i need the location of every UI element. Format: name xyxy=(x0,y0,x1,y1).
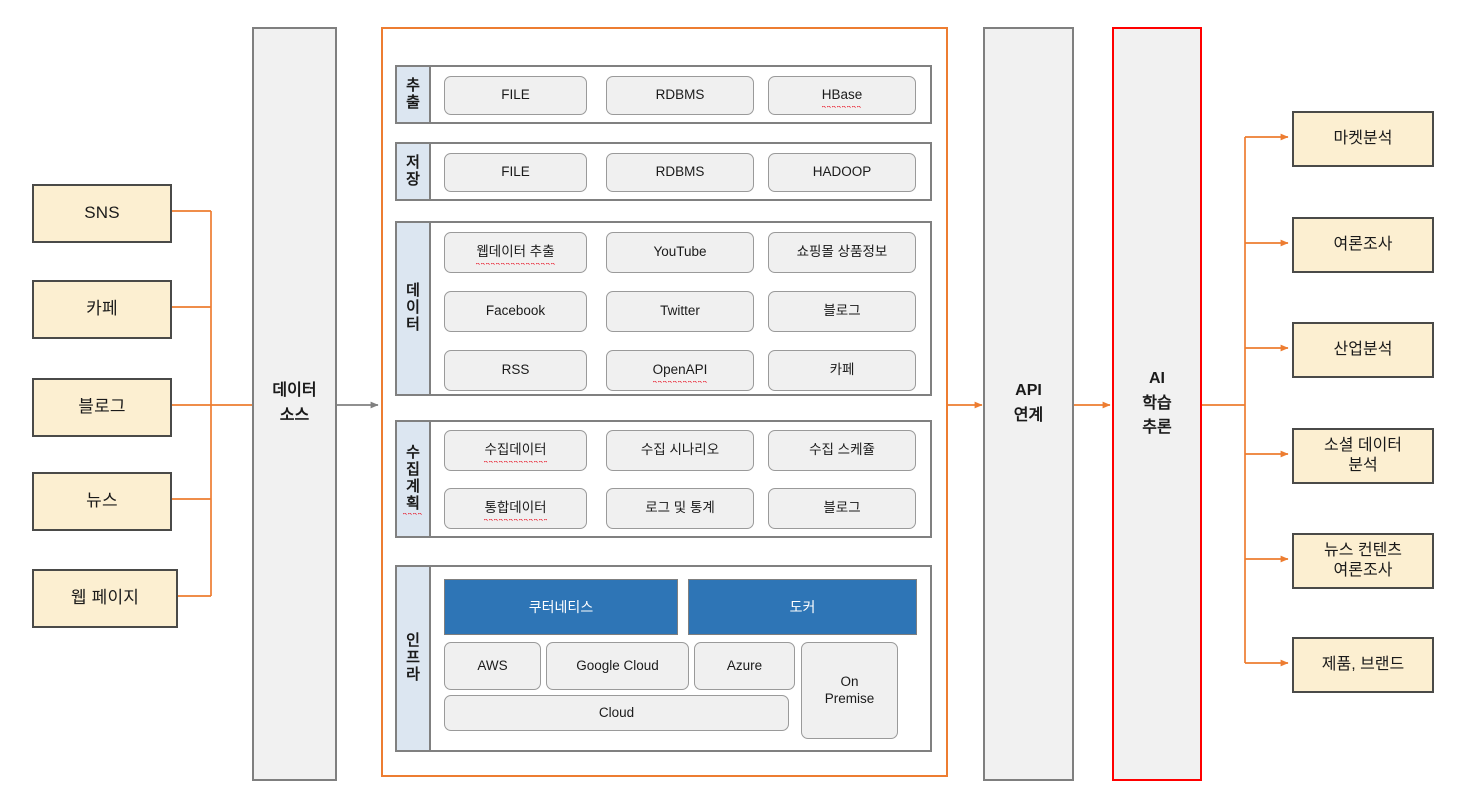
output-box-market-analysis[interactable]: 마켓분석 xyxy=(1292,111,1434,167)
stage-ai[interactable]: AI 학습 추론 xyxy=(1112,27,1202,781)
chip-data-web-extract[interactable]: 웹데이터 추출 xyxy=(444,232,587,273)
stage-ai-line3: 추론 xyxy=(1142,419,1172,437)
stage-data-source[interactable]: 데이터 소스 xyxy=(252,27,337,781)
chip-infra-aws[interactable]: AWS xyxy=(444,642,541,690)
stage-data-source-line1: 데이터 xyxy=(272,382,317,400)
chip-extract-file[interactable]: FILE xyxy=(444,76,587,115)
chip-data-facebook[interactable]: Facebook xyxy=(444,291,587,332)
chip-plan-schedule[interactable]: 수집 스케쥴 xyxy=(768,430,916,471)
chip-data-shopping[interactable]: 쇼핑몰 상품정보 xyxy=(768,232,916,273)
chip-infra-google-cloud[interactable]: Google Cloud xyxy=(546,642,689,690)
group-collection-plan-body: 수집데이터 수집 시나리오 수집 스케쥴 통합데이터 로그 및 통계 블로그 xyxy=(431,422,930,536)
chip-plan-integrated-data[interactable]: 통합데이터 xyxy=(444,488,587,529)
chip-extract-rdbms[interactable]: RDBMS xyxy=(606,76,754,115)
chip-data-openapi-text: OpenAPI xyxy=(652,362,708,383)
source-box-blog[interactable]: 블로그 xyxy=(32,378,172,437)
chip-data-openapi[interactable]: OpenAPI xyxy=(606,350,754,391)
group-extract-body: FILE RDBMS HBase xyxy=(431,67,930,122)
chip-infra-azure[interactable]: Azure xyxy=(694,642,795,690)
chip-infra-on-premise[interactable]: On Premise xyxy=(801,642,898,739)
output-box-product-brand[interactable]: 제품, 브랜드 xyxy=(1292,637,1434,693)
chip-plan-log-stats[interactable]: 로그 및 통계 xyxy=(606,488,754,529)
stage-api-line2: 연계 xyxy=(1013,407,1044,424)
chip-extract-hbase-text: HBase xyxy=(821,87,863,108)
stage-ai-line2: 학습 xyxy=(1142,394,1172,412)
chip-storage-rdbms[interactable]: RDBMS xyxy=(606,153,754,192)
source-box-webpage[interactable]: 웹 페이지 xyxy=(32,569,178,628)
chip-data-blog[interactable]: 블로그 xyxy=(768,291,916,332)
chip-extract-hbase[interactable]: HBase xyxy=(768,76,916,115)
group-storage-body: FILE RDBMS HADOOP xyxy=(431,144,930,199)
output-box-public-opinion[interactable]: 여론조사 xyxy=(1292,217,1434,273)
chip-infra-kubernetes[interactable]: 쿠터네티스 xyxy=(444,579,678,635)
chip-plan-blog[interactable]: 블로그 xyxy=(768,488,916,529)
source-box-sns[interactable]: SNS xyxy=(32,184,172,243)
source-box-news[interactable]: 뉴스 xyxy=(32,472,172,531)
chip-storage-file[interactable]: FILE xyxy=(444,153,587,192)
chip-plan-collect-data-text: 수집데이터 xyxy=(484,442,547,463)
stage-ai-line1: AI xyxy=(1148,369,1165,387)
stage-api[interactable]: API 연계 xyxy=(983,27,1074,781)
stage-data-source-line2: 소스 xyxy=(279,407,310,424)
chip-infra-cloud[interactable]: Cloud xyxy=(444,695,789,731)
group-data-body: 웹데이터 추출 YouTube 쇼핑몰 상품정보 Facebook Twitte… xyxy=(431,223,930,394)
output-box-social-data-analysis[interactable]: 소셜 데이터 분석 xyxy=(1292,428,1434,484)
source-box-cafe[interactable]: 카페 xyxy=(32,280,172,339)
chip-plan-scenario[interactable]: 수집 시나리오 xyxy=(606,430,754,471)
chip-data-twitter[interactable]: Twitter xyxy=(606,291,754,332)
chip-data-web-extract-text: 웹데이터 추출 xyxy=(476,244,555,265)
output-box-industry-analysis[interactable]: 산업분석 xyxy=(1292,322,1434,378)
chip-data-cafe[interactable]: 카페 xyxy=(768,350,916,391)
chip-storage-hadoop[interactable]: HADOOP xyxy=(768,153,916,192)
chip-plan-integrated-data-text: 통합데이터 xyxy=(484,500,547,521)
group-infra-body: 쿠터네티스 도커 AWS Google Cloud Azure On Premi… xyxy=(431,567,930,750)
output-box-news-content-opinion[interactable]: 뉴스 컨텐츠 여론조사 xyxy=(1292,533,1434,589)
chip-data-youtube[interactable]: YouTube xyxy=(606,232,754,273)
chip-plan-collect-data[interactable]: 수집데이터 xyxy=(444,430,587,471)
chip-infra-docker[interactable]: 도커 xyxy=(688,579,917,635)
chip-data-rss[interactable]: RSS xyxy=(444,350,587,391)
stage-api-line1: API xyxy=(1015,382,1042,400)
